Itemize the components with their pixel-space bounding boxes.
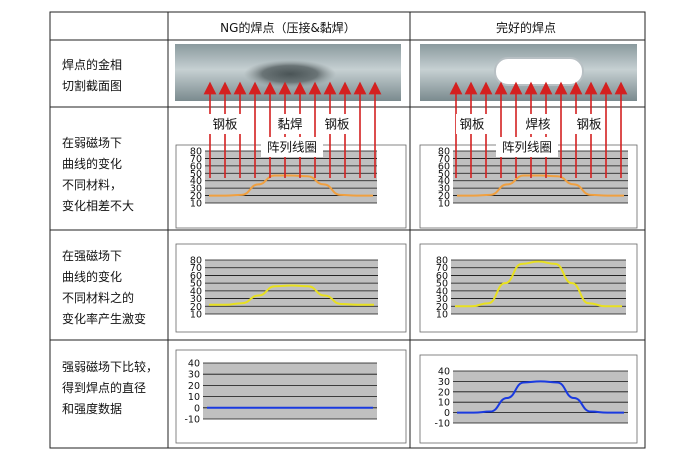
- plot-frame: [419, 354, 638, 444]
- compare-ng-plot-tick-label: 30: [188, 370, 200, 381]
- strong-ng-plot-tick-label: 30: [190, 294, 202, 305]
- strong-ng-plot-tick-label: 10: [190, 310, 202, 321]
- strong-good-plot-tick-label: 20: [436, 302, 448, 313]
- weak-ng-plot-tick-label: 50: [190, 169, 202, 180]
- strong-good-plot-tick-label: 30: [436, 294, 448, 305]
- ng-steel-left-label-bg: [209, 114, 241, 134]
- row-label-line: 曲线的变化: [62, 157, 123, 171]
- strong-ng-plot-tick-label: 60: [190, 271, 202, 282]
- plot-frame: [419, 243, 638, 333]
- weak-good-plot-tick-label: 70: [438, 154, 450, 165]
- compare-ng-plot-tick-label: 0: [194, 403, 200, 414]
- weak-ng-plot-tick-label: 70: [190, 154, 202, 165]
- row-label-line: 变化率产生激变: [62, 312, 147, 326]
- weak-good-plot-tick-label: 10: [438, 199, 450, 210]
- compare-ng-plot-tick-label: 20: [188, 381, 200, 392]
- strong-ng-plot-tick-label: 70: [190, 263, 202, 274]
- row-label-strong: 在强磁场下 曲线的变化 不同材料之的 变化率产生激变: [62, 246, 146, 330]
- row-label-line: 和强度数据: [62, 402, 123, 416]
- ng-coil-array-label: 阵列线圈: [267, 140, 317, 155]
- strong-good-plot-tick-label: 50: [436, 279, 448, 290]
- compare-good-plot-tick-label: 30: [438, 377, 450, 388]
- weak-ng-plot-tick-label: 30: [190, 184, 202, 195]
- weak-good-plot-tick-label: 30: [438, 184, 450, 195]
- weak-ng-plot-tick-label: 10: [190, 199, 202, 210]
- ng-stick-weld-spot: [244, 60, 336, 88]
- row-label-line: 得到焊点的直径: [62, 381, 147, 395]
- compare-good-plot-curve: [457, 380, 624, 414]
- compare-ng-plot-tick-label: -10: [184, 415, 200, 426]
- strong-ng-plot-curve: [208, 284, 374, 306]
- row-label-line: 强弱磁场下比较，: [62, 360, 159, 374]
- plot-frame: [175, 349, 407, 444]
- strong-ng-plot-tick-label: 20: [190, 302, 202, 313]
- compare-good-plot-tick-label: 10: [438, 398, 450, 409]
- good-coil-array-label: 阵列线圈: [502, 140, 552, 155]
- strong-ng-plot-tick-label: 50: [190, 279, 202, 290]
- compare-good-plot-tick-label: 20: [438, 387, 450, 398]
- weak-good-plot-tick-label: 60: [438, 161, 450, 172]
- weak-ng-plot-tick-label: 20: [190, 191, 202, 202]
- row-label-line: 在弱磁场下: [62, 136, 123, 150]
- compare-good-plot-tick-label: 40: [438, 367, 450, 378]
- compare-good-plot-tick-label: 0: [444, 408, 450, 419]
- compare-ng-plot-bg: [203, 363, 377, 419]
- header-good: 完好的焊点: [495, 21, 556, 35]
- strong-good-plot-tick-label: 40: [436, 286, 448, 297]
- weak-ng-plot-tick-label: 80: [190, 147, 202, 158]
- compare-good-plot-bg: [453, 371, 628, 423]
- compare-good-plot-tick-label: -10: [434, 419, 450, 430]
- row-label-compare: 强弱磁场下比较， 得到焊点的直径 和强度数据: [62, 357, 158, 420]
- good-nugget-label-bg: [520, 114, 556, 134]
- row-label-line: 焊点的金相: [62, 58, 123, 72]
- strong-good-plot-tick-label: 60: [436, 271, 448, 282]
- good-steel-right-label: 钢板: [576, 117, 602, 132]
- good-coil-array-label-bg: [496, 137, 558, 157]
- row-label-line: 切割截面图: [62, 79, 123, 93]
- weak-good-plot-tick-label: 40: [438, 176, 450, 187]
- weak-good-plot-tick-label: 50: [438, 169, 450, 180]
- strong-good-plot-curve: [455, 260, 622, 308]
- weak-good-plot-tick-label: 80: [438, 147, 450, 158]
- row-label-line: 变化相差不大: [62, 199, 135, 213]
- compare-ng-plot-tick-label: 40: [188, 359, 200, 370]
- weak-good-plot-curve: [456, 174, 624, 197]
- weak-ng-plot-tick-label: 60: [190, 161, 202, 172]
- compare-ng-plot-tick-label: 10: [188, 392, 200, 403]
- weak-ng-plot-tick-label: 40: [190, 176, 202, 187]
- row-label-weak: 在弱磁场下 曲线的变化 不同材料， 变化相差不大: [62, 133, 134, 217]
- strong-good-plot-tick-label: 70: [436, 263, 448, 274]
- strong-ng-plot-tick-label: 40: [190, 286, 202, 297]
- header-ng: NG的焊点（压接&黏焊）: [220, 21, 356, 35]
- good-steel-left-label: 钢板: [459, 117, 485, 132]
- strong-good-plot-tick-label: 10: [436, 310, 448, 321]
- good-steel-right-label-bg: [573, 114, 605, 134]
- strong-ng-plot-tick-label: 80: [190, 256, 202, 267]
- row-label-line: 曲线的变化: [62, 270, 123, 284]
- row-label-line: 不同材料，: [62, 178, 123, 192]
- strong-good-plot-tick-label: 80: [436, 256, 448, 267]
- good-weld-nugget: [494, 57, 584, 86]
- weak-good-plot-tick-label: 20: [438, 191, 450, 202]
- row-label-line: 不同材料之的: [62, 291, 135, 305]
- ng-steel-right-label: 钢板: [324, 117, 350, 132]
- ng-stick-weld-label-bg: [272, 114, 308, 134]
- good-nugget-label: 焊核: [525, 117, 551, 132]
- ng-stick-weld-label: 黏焊: [277, 117, 302, 132]
- row-label-line: 在强磁场下: [62, 249, 123, 263]
- ng-steel-left-label: 钢板: [212, 117, 238, 132]
- ng-steel-right-label-bg: [321, 114, 353, 134]
- good-steel-left-label-bg: [456, 114, 488, 134]
- ng-coil-array-label-bg: [261, 137, 323, 157]
- weak-ng-plot-curve: [208, 174, 373, 197]
- plot-frame: [175, 243, 407, 333]
- row-label-section: 焊点的金相 切割截面图: [62, 55, 122, 97]
